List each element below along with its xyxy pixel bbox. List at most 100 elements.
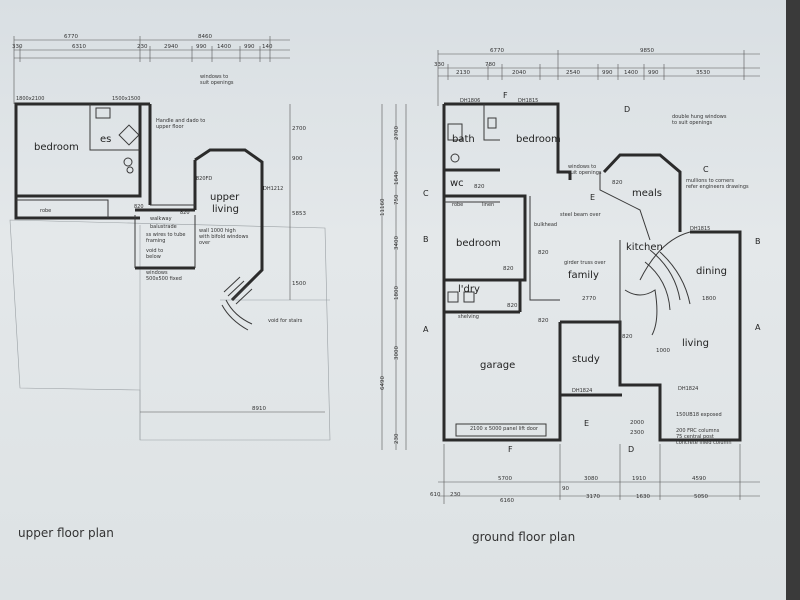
upper-code: 820 — [134, 204, 144, 210]
text-line: framing — [146, 238, 165, 244]
ground-dim-total-left: 6770 — [490, 48, 504, 54]
background-edge — [786, 0, 800, 600]
upper-dim: 2940 — [164, 44, 178, 50]
upper-room-living: upper living — [210, 192, 242, 215]
ground-bottom-dim: 3170 — [586, 494, 600, 500]
upper-side-dim: 2700 — [292, 126, 306, 132]
ground-bottom-dim: 230 — [450, 492, 461, 498]
upper-living-line2: living — [212, 204, 239, 215]
ground-dim: 780 — [485, 62, 496, 68]
upper-dim: 140 — [262, 44, 273, 50]
ground-code: DH1815 — [690, 226, 710, 232]
ground-room-kitchen: kitchen — [626, 242, 663, 253]
ground-room-bedroom-1: bedroom — [516, 134, 561, 145]
ground-note-girder: girder truss over — [564, 260, 607, 266]
text-line: ss wires to tube — [146, 232, 185, 238]
ground-room-family: family — [568, 270, 599, 281]
upper-room-bedroom: bedroom — [34, 142, 79, 153]
ground-inner-dim: 2000 — [630, 420, 644, 426]
ground-room-laundry: l'dry — [458, 284, 480, 295]
ground-side-dim: 11160 — [380, 198, 386, 216]
ground-inner-dim: 820 — [474, 184, 485, 190]
ground-dim: 1400 — [624, 70, 638, 76]
ground-note-panel-door: 2100 x 5000 panel lift door — [470, 426, 539, 432]
section-mark: E — [584, 419, 589, 428]
ground-inner-dim: 820 — [507, 303, 518, 309]
ground-side-dim: 3000 — [394, 346, 400, 360]
ground-bottom-dim: 6160 — [500, 498, 514, 504]
upper-note-void-stairs: void for stairs — [268, 318, 303, 324]
upper-code: 1800x2100 — [16, 96, 44, 102]
ground-inner-dim: 2300 — [630, 430, 644, 436]
upper-note-walkway: walkway — [150, 216, 172, 222]
text-line: upper floor — [156, 124, 185, 130]
ground-note-robe: robe — [452, 202, 463, 208]
ground-floor-plan: 6770 9850 330 2130 780 2040 2540 990 140… — [380, 48, 761, 544]
ground-code: DH1806 — [460, 98, 480, 104]
text-line: with bifold windows — [199, 234, 249, 240]
section-mark: F — [508, 445, 513, 454]
ground-bottom-dim: 5050 — [694, 494, 708, 500]
ground-side-dim: 1800 — [394, 286, 400, 300]
upper-note-robe: robe — [40, 208, 51, 214]
text-line: mullions to corners — [686, 178, 734, 184]
ground-code: DH1824 — [572, 388, 592, 394]
text-line: to suit openings — [672, 120, 713, 126]
ground-room-study: study — [572, 354, 600, 365]
text-line: over — [199, 240, 211, 246]
ground-note-linen: linen — [482, 202, 494, 208]
ground-dim-total-right: 9850 — [640, 48, 654, 54]
ground-inner-dim: 1000 — [656, 348, 670, 354]
text-line: below — [146, 254, 161, 260]
ground-note-shelving: shelving — [458, 314, 479, 320]
ground-inner-dim: 820 — [612, 180, 623, 186]
ground-bottom-dim: 5700 — [498, 476, 512, 482]
upper-living-line1: upper — [210, 192, 240, 203]
ground-room-bedroom-2: bedroom — [456, 238, 501, 249]
ground-side-dim: 230 — [394, 433, 400, 444]
ground-note-ub: 150UB18 exposed — [676, 412, 722, 418]
upper-note-balustrade: balustrade — [150, 224, 177, 230]
section-mark: C — [423, 189, 429, 198]
ground-side-dim: 6490 — [380, 376, 386, 390]
text-line: refer engineers drawings — [686, 184, 749, 190]
section-mark: B — [755, 237, 761, 246]
ground-side-dim: 3400 — [394, 236, 400, 250]
ground-dim: 3530 — [696, 70, 710, 76]
section-mark: B — [423, 235, 429, 244]
text-line: 200 FRC columns — [676, 428, 720, 434]
text-line: wall 1000 high — [199, 228, 236, 234]
text-line: void to — [146, 248, 163, 254]
ground-room-meals: meals — [632, 188, 662, 199]
upper-code: DH1212 — [263, 186, 283, 192]
text-line: suit openings — [568, 170, 602, 176]
ground-bottom-dim: 1910 — [632, 476, 646, 482]
ground-plan-title: ground floor plan — [472, 530, 575, 544]
upper-code: 820FD — [196, 176, 212, 182]
upper-dim: 1400 — [217, 44, 231, 50]
ground-side-dim: 2700 — [394, 126, 400, 140]
ground-note-steel-beam: steel beam over — [560, 212, 602, 218]
upper-floor-plan: 6770 8460 330 6310 230 2940 990 1400 990… — [9, 34, 331, 540]
ground-dim: 2040 — [512, 70, 526, 76]
section-mark: A — [423, 325, 429, 334]
upper-dim: 990 — [196, 44, 207, 50]
upper-plan-title: upper floor plan — [18, 526, 114, 540]
section-mark: E — [590, 193, 595, 202]
upper-code: 820 — [180, 210, 190, 216]
upper-dim-total-left: 6770 — [64, 34, 78, 40]
ground-side-dim: 750 — [394, 194, 400, 205]
text-line: Handle and dado to — [156, 118, 205, 124]
